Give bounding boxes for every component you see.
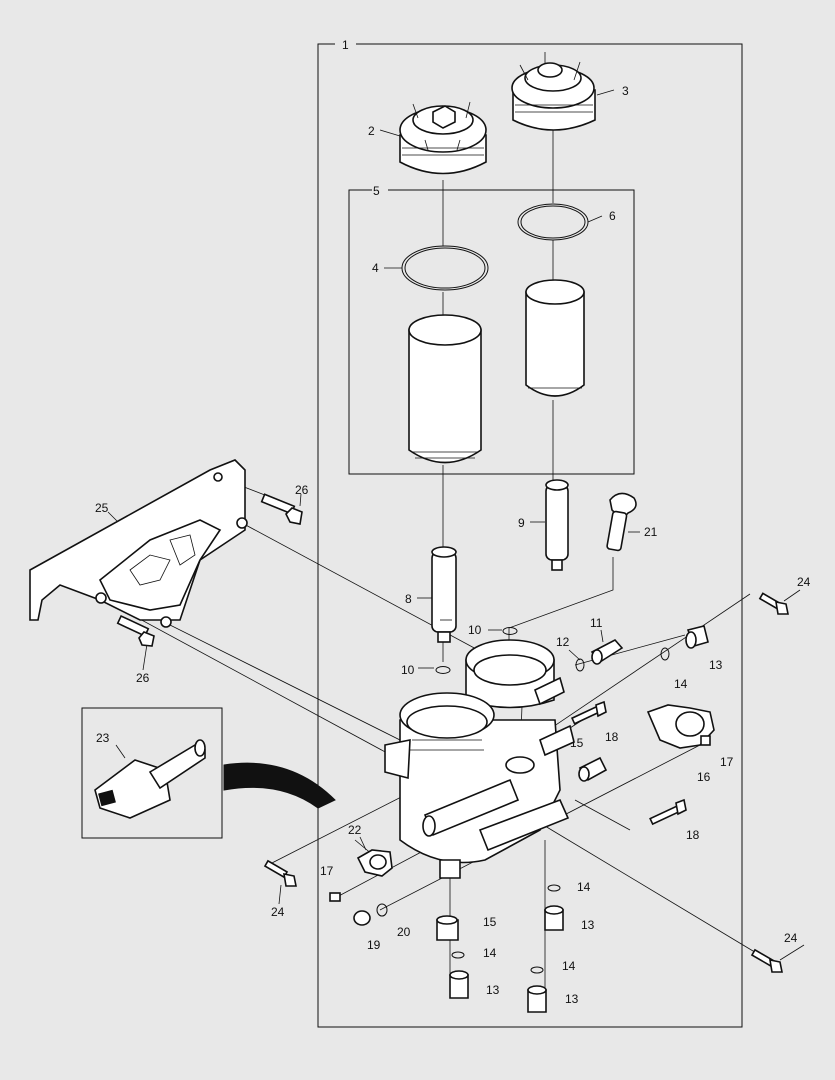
mounting-bracket [29, 459, 248, 628]
seal-12 [575, 658, 585, 672]
callout-21: 21 [644, 525, 658, 539]
callout-24c: 24 [784, 931, 798, 945]
callout-23: 23 [96, 731, 110, 745]
filter-cap-left [399, 101, 487, 175]
callout-14a: 14 [674, 677, 688, 691]
callout-14d: 14 [562, 959, 576, 973]
element-kit-frame [348, 189, 635, 475]
filter-housing [384, 639, 575, 879]
standpipe-left [431, 546, 457, 643]
callout-14c: 14 [483, 946, 497, 960]
callout-2: 2 [368, 124, 375, 138]
plug-13-lower-left [449, 970, 469, 999]
callout-1: 1 [342, 38, 349, 52]
seal-10-top [502, 627, 518, 635]
seal-10-lower [435, 666, 451, 674]
o-ring-right [517, 203, 589, 241]
seal-14-lower-right [530, 966, 544, 974]
sensor-15-lower [436, 915, 459, 941]
seal-20 [376, 903, 388, 917]
callout-24b: 24 [271, 905, 285, 919]
callout-4: 4 [372, 261, 379, 275]
callout-8: 8 [405, 592, 412, 606]
callout-10a: 10 [468, 623, 482, 637]
screw-17-left [329, 892, 341, 902]
callout-9: 9 [518, 516, 525, 530]
callout-26b: 26 [136, 671, 150, 685]
plug-13-lower-right [527, 985, 547, 1013]
seal-14-lower-left [451, 951, 465, 959]
callout-18b: 18 [686, 828, 700, 842]
callout-22: 22 [348, 823, 362, 837]
callout-17b: 17 [320, 864, 334, 878]
callout-18a: 18 [605, 730, 619, 744]
callout-3: 3 [622, 84, 629, 98]
filter-element-left [408, 314, 482, 464]
bolt-24-upper-right [758, 592, 789, 615]
callout-13c: 13 [486, 983, 500, 997]
inset-arrow [223, 762, 336, 809]
assembly-frame [317, 43, 743, 1028]
seal-14-mid [547, 884, 561, 892]
bolt-18-lower [649, 798, 687, 826]
callout-26a: 26 [295, 483, 309, 497]
callout-15b: 15 [483, 915, 497, 929]
callout-13b: 13 [581, 918, 595, 932]
standpipe-right [545, 479, 569, 571]
filter-element-right [525, 279, 585, 397]
callout-10b: 10 [401, 663, 415, 677]
callout-ticks [107, 89, 805, 961]
callout-labels: 1 2 3 5 6 4 26 25 9 21 24 8 11 10 12 26 … [95, 38, 811, 1006]
callout-24a: 24 [797, 575, 811, 589]
callout-11: 11 [590, 616, 603, 630]
screw-17-right [700, 735, 711, 746]
bolt-18-upper [570, 700, 607, 725]
fitting-11 [590, 638, 624, 665]
plug-13-upper-right [685, 625, 709, 649]
callout-5: 5 [373, 184, 380, 198]
callout-20: 20 [397, 925, 411, 939]
plug-19 [353, 910, 371, 926]
bolt-26-upper [260, 493, 303, 525]
bolt-24-lower-right [750, 948, 783, 973]
callout-12: 12 [556, 635, 570, 649]
seal-14-upper-right [660, 647, 670, 661]
callout-17a: 17 [720, 755, 734, 769]
callout-16: 16 [697, 770, 711, 784]
water-sensor [606, 492, 637, 552]
callout-13d: 13 [565, 992, 579, 1006]
callout-14b: 14 [577, 880, 591, 894]
cover-16 [646, 704, 715, 749]
callout-25: 25 [95, 501, 109, 515]
callout-6: 6 [609, 209, 616, 223]
inset-detail-box [81, 707, 223, 839]
callout-19: 19 [367, 938, 381, 952]
flange-22 [356, 849, 393, 877]
callout-13a: 13 [709, 658, 723, 672]
bolt-24-left [263, 859, 297, 887]
bolt-26-lower [116, 614, 155, 647]
sensor-15-upper [578, 756, 608, 782]
o-ring-left [401, 245, 489, 291]
filter-cap-right [511, 52, 596, 131]
plug-13-mid [544, 905, 564, 931]
